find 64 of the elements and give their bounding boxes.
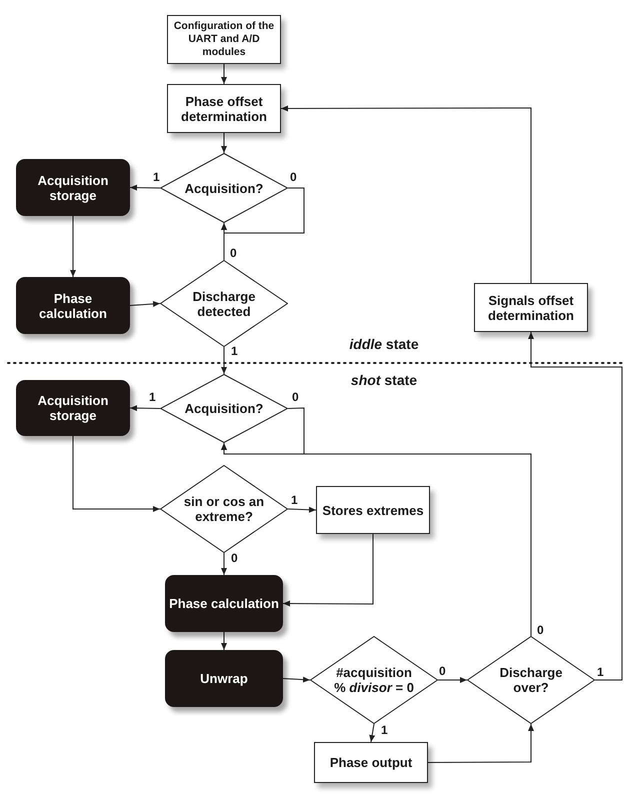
node-text: sin or cos an extreme? bbox=[182, 494, 266, 524]
arrow bbox=[438, 677, 468, 683]
arrow bbox=[221, 632, 227, 650]
process-box bbox=[474, 283, 588, 332]
node-text: Discharge detected bbox=[192, 288, 256, 318]
arrow bbox=[528, 332, 622, 680]
edge-label: 1 bbox=[230, 345, 239, 358]
arrow bbox=[221, 442, 532, 636]
process-box-dark bbox=[165, 650, 283, 707]
node-text: Acquisition? bbox=[184, 180, 264, 196]
decision-diamond bbox=[160, 260, 288, 347]
edge-label: 1 bbox=[596, 666, 605, 679]
edge-label: 0 bbox=[230, 552, 239, 565]
process-box-dark bbox=[16, 380, 130, 436]
process-box bbox=[316, 486, 430, 534]
arrow bbox=[288, 506, 316, 513]
node-text: Phase calculation bbox=[38, 290, 108, 320]
decision-diamond bbox=[467, 636, 595, 724]
edge-label: 0 bbox=[229, 247, 238, 260]
node-text: Unwrap bbox=[200, 671, 248, 686]
node-text: Stores extremes bbox=[322, 502, 424, 518]
process-box-dark bbox=[16, 277, 130, 334]
arrow bbox=[428, 724, 534, 763]
arrow bbox=[221, 222, 227, 260]
edge-label: 0 bbox=[536, 624, 545, 637]
node-text: Discharge over? bbox=[498, 665, 564, 695]
arrow bbox=[280, 105, 532, 284]
decision-diamond bbox=[310, 636, 438, 724]
node-text: Signals offset determination bbox=[487, 292, 575, 322]
arrow bbox=[130, 405, 160, 412]
edge-label: 1 bbox=[152, 171, 161, 184]
process-box bbox=[167, 15, 281, 64]
decision-diamond bbox=[160, 153, 288, 223]
arrow bbox=[221, 64, 227, 84]
process-box-dark bbox=[16, 159, 130, 216]
node-text: Acquisition? bbox=[184, 401, 264, 416]
arrow bbox=[130, 184, 160, 191]
edge-label: 0 bbox=[291, 391, 300, 404]
node-text: Acquisition storage bbox=[36, 172, 110, 202]
edge-label: 1 bbox=[148, 391, 157, 404]
node-text: Phase calculation bbox=[169, 596, 279, 611]
node-text: Phase output bbox=[330, 755, 412, 770]
process-box-dark bbox=[165, 575, 283, 632]
process-box bbox=[167, 84, 281, 133]
node-text: Acquisition storage bbox=[36, 393, 110, 423]
edge-label: 1 bbox=[290, 494, 299, 507]
decision-diamond bbox=[160, 465, 288, 553]
edge-label: 0 bbox=[438, 665, 447, 678]
arrow bbox=[221, 132, 227, 154]
arrow bbox=[369, 724, 376, 742]
edge-label: 1 bbox=[380, 724, 389, 737]
node-text: Configuration of the UART and A/D modules bbox=[172, 20, 276, 59]
process-box bbox=[314, 742, 428, 783]
arrow bbox=[70, 216, 76, 278]
node-text: Phase offset determination bbox=[180, 94, 268, 124]
arrow bbox=[282, 534, 374, 607]
edge-label: 0 bbox=[289, 171, 298, 184]
arrow bbox=[282, 676, 310, 683]
arrow bbox=[221, 346, 227, 374]
arrow bbox=[130, 300, 160, 307]
arrow bbox=[221, 552, 227, 576]
decision-diamond bbox=[160, 374, 288, 443]
arrow bbox=[72, 436, 160, 512]
node-text: #acquisition % divisor = 0 bbox=[333, 665, 415, 695]
